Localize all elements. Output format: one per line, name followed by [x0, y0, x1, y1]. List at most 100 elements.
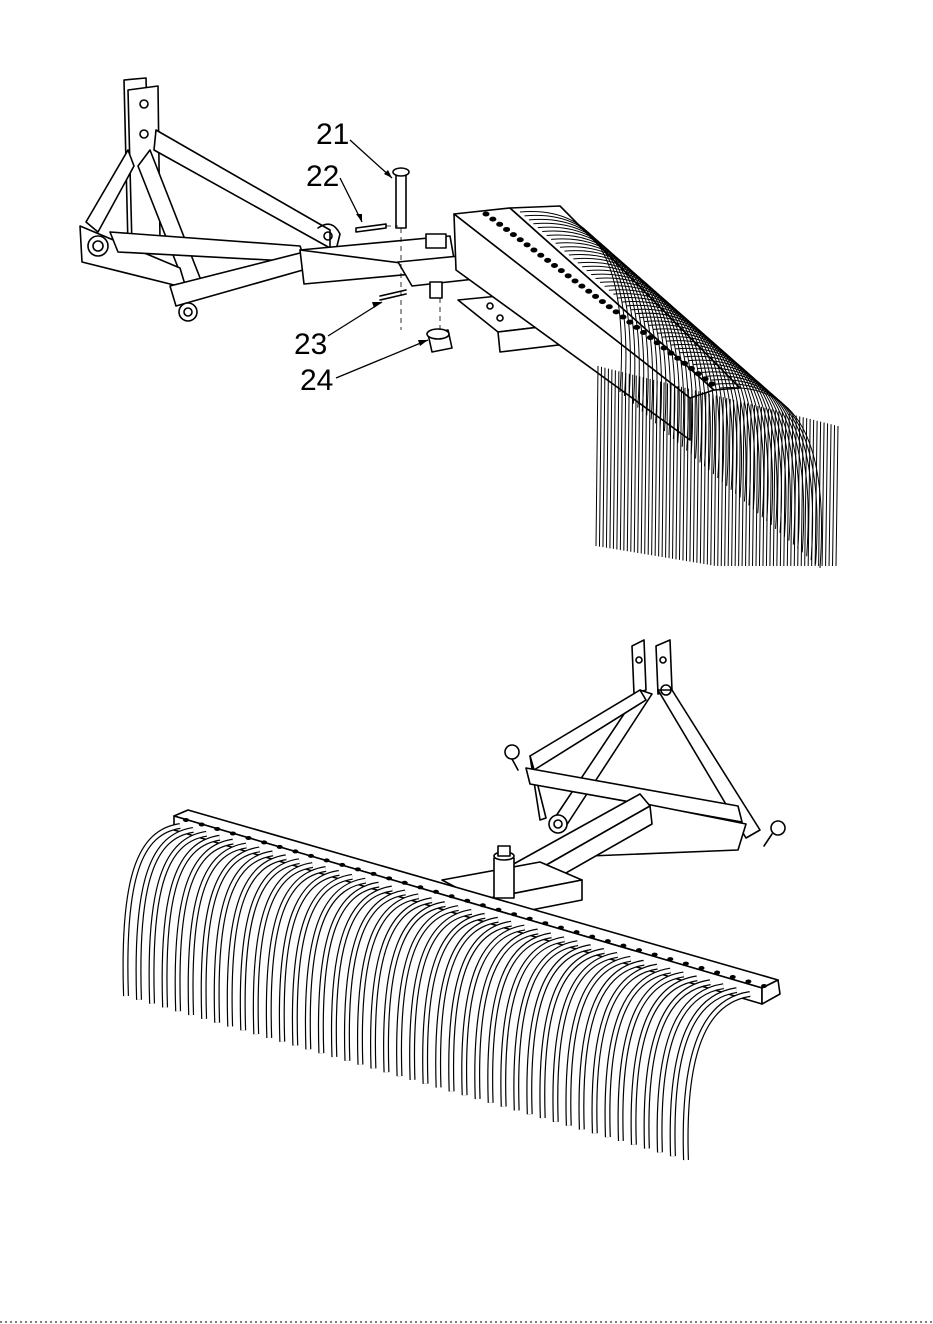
rake-tine-lower — [617, 371, 619, 549]
bar-hole — [761, 984, 767, 988]
bar-hole — [183, 818, 189, 822]
bar-hole — [636, 948, 642, 952]
bar-hole — [551, 263, 558, 268]
bar-hole — [449, 894, 455, 898]
bar-hole — [355, 867, 361, 871]
rake-tines-bottom — [125, 826, 750, 1160]
bar-hole — [483, 212, 490, 217]
bar-hole — [402, 881, 408, 885]
bar-hole — [324, 858, 330, 862]
bar-hole — [585, 289, 592, 294]
bar-hole — [464, 899, 470, 903]
bushing-part-24 — [427, 329, 452, 352]
bar-hole — [683, 962, 689, 966]
bar-hole — [714, 971, 720, 975]
bar-hole — [730, 975, 736, 979]
rake-tine-lower — [631, 375, 633, 552]
callout-label-23: 23 — [294, 328, 327, 361]
bar-hole — [489, 217, 496, 222]
bar-hole — [558, 926, 564, 930]
washer-part-22 — [356, 224, 386, 232]
rake-tine-lower — [725, 398, 727, 566]
assembled-view-diagram — [125, 640, 785, 1160]
rake-tine-lower — [833, 425, 835, 566]
rake-tine-lower — [613, 370, 615, 549]
rake-tine-lower — [606, 369, 608, 548]
rake-tine-lower — [773, 410, 775, 566]
bar-hole — [572, 278, 579, 283]
bar-hole — [480, 903, 486, 907]
rake-tine-lower — [707, 394, 709, 565]
bar-hole — [527, 917, 533, 921]
rake-tine-lower — [770, 409, 772, 566]
rake-tine-lower — [627, 374, 629, 551]
bar-hole — [667, 957, 673, 961]
rake-tine-lower — [603, 368, 605, 547]
rake-tine-lower — [610, 369, 612, 548]
exploded-view-diagram: 21 22 23 24 — [80, 78, 838, 568]
bar-hole — [652, 953, 658, 957]
bar-hole — [245, 836, 251, 840]
rake-tine-lower — [721, 397, 723, 566]
bar-hole — [433, 890, 439, 894]
callout-23: 23 — [294, 302, 382, 361]
rake-tine-lower — [620, 372, 622, 550]
bar-hole — [503, 227, 510, 232]
bar-hole — [606, 304, 613, 309]
bar-hole — [417, 885, 423, 889]
bar-hole — [592, 294, 599, 299]
bar-hole — [558, 268, 565, 273]
rake-tine-lower — [728, 399, 730, 566]
bar-hole — [308, 854, 314, 858]
bar-hole — [605, 939, 611, 943]
bar-hole — [565, 273, 572, 278]
callout-22: 22 — [306, 160, 362, 222]
rake-tine-lower — [704, 393, 706, 564]
bar-hole — [495, 908, 501, 912]
rake-tine-lower — [624, 373, 626, 551]
rake-tine-lower — [739, 402, 741, 566]
bar-hole — [517, 237, 524, 242]
rake-tine-lower — [599, 367, 601, 547]
bar-hole — [524, 242, 531, 247]
bar-hole — [745, 980, 751, 984]
rake-tine-lower — [634, 376, 636, 553]
bar-hole — [542, 921, 548, 925]
bar-hole — [510, 232, 517, 237]
bar-hole — [544, 258, 551, 263]
bar-hole — [496, 222, 503, 227]
bar-hole — [199, 822, 205, 826]
hitch-a-frame — [80, 78, 340, 321]
rake-tine-lower — [742, 403, 744, 566]
rake-tine-lower — [711, 395, 713, 565]
bar-hole — [599, 299, 606, 304]
bar-hole — [370, 872, 376, 876]
pin-part-21 — [393, 168, 409, 228]
bar-hole — [620, 944, 626, 948]
bar-hole — [537, 253, 544, 258]
bar-hole — [574, 930, 580, 934]
bar-hole — [230, 831, 236, 835]
bar-hole — [292, 849, 298, 853]
bar-hole — [699, 966, 705, 970]
bar-hole — [578, 284, 585, 289]
bar-hole — [530, 248, 537, 253]
rake-tine-lower — [829, 424, 831, 566]
rake-tine-lower — [693, 390, 695, 562]
bar-hole — [214, 827, 220, 831]
bar-hole — [386, 876, 392, 880]
callout-label-21: 21 — [316, 118, 349, 151]
bar-hole — [613, 309, 620, 314]
rake-tine-lower — [826, 423, 828, 566]
callout-label-22: 22 — [306, 160, 339, 193]
bar-hole — [277, 845, 283, 849]
callout-label-24: 24 — [300, 364, 333, 397]
rake-tine-lower — [836, 426, 838, 566]
bar-hole — [511, 912, 517, 916]
rake-tine-lower — [749, 404, 751, 566]
bar-hole — [589, 935, 595, 939]
bar-hole — [339, 863, 345, 867]
bar-hole — [261, 840, 267, 844]
rake-tine-lower — [822, 423, 824, 566]
